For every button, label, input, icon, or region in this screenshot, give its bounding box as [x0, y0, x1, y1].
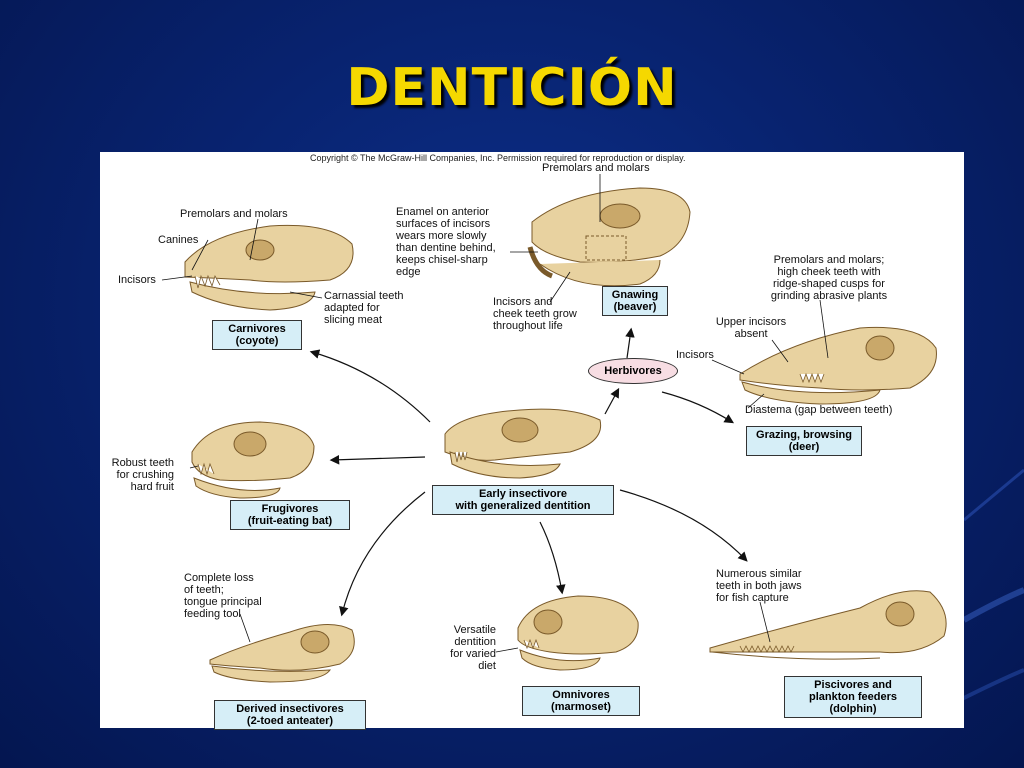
label-numerous-line3: for fish capture	[716, 592, 789, 604]
label-numerous-teeth: Numerous similar teeth in both jaws for …	[716, 568, 802, 604]
label-versatile-line3: for varied	[450, 648, 496, 660]
box-derived-insectivores: Derived insectivores (2-toed anteater)	[214, 700, 366, 730]
label-robust-line1: Robust teeth	[111, 457, 174, 469]
copyright-notice: Copyright © The McGraw-Hill Companies, I…	[310, 153, 686, 163]
label-incisors-coyote: Incisors	[118, 274, 156, 286]
label-enamel-line3: wears more slowly	[396, 230, 487, 242]
label-grow-line2: cheek teeth grow	[493, 308, 577, 320]
box-grazing-line1: Grazing, browsing	[756, 429, 852, 441]
box-gnawing-line2: (beaver)	[613, 301, 657, 313]
label-upper-incisors: Upper incisors absent	[706, 316, 796, 340]
label-incisors-deer: Incisors	[676, 349, 714, 361]
box-frugivores-line2: (fruit-eating bat)	[247, 515, 333, 527]
label-complete-loss: Complete loss of teeth; tongue principal…	[184, 572, 262, 620]
box-derived-line2: (2-toed anteater)	[246, 715, 334, 727]
arrow-to-frugivores	[329, 454, 426, 465]
label-enamel: Enamel on anterior surfaces of incisors …	[396, 206, 496, 278]
slide-title: DENTICIÓN	[346, 58, 678, 118]
label-loss-line1: Complete loss	[184, 572, 254, 584]
label-grow-line3: throughout life	[493, 320, 563, 332]
label-canines: Canines	[158, 234, 199, 246]
label-enamel-line4: than dentine behind,	[396, 242, 496, 254]
box-omnivores: Omnivores (marmoset)	[522, 686, 640, 716]
box-frugivores: Frugivores (fruit-eating bat)	[230, 500, 350, 530]
label-enamel-line5: keeps chisel-sharp	[396, 254, 488, 266]
box-derived-line1: Derived insectivores	[236, 703, 344, 715]
insectivore-skull	[444, 408, 602, 479]
diagram-artwork	[161, 174, 947, 683]
label-deer-cheek-teeth: Premolars and molars; high cheek teeth w…	[754, 254, 904, 302]
arrow-to-carnivores	[309, 349, 431, 423]
box-piscivores-line3: (dolphin)	[829, 703, 877, 715]
box-piscivores-line1: Piscivores and	[814, 679, 892, 691]
label-carnassial: Carnassial teeth adapted for slicing mea…	[324, 290, 404, 326]
box-omnivores-line1: Omnivores	[552, 689, 610, 701]
box-gnawing-line1: Gnawing	[611, 289, 659, 301]
label-loss-line2: of teeth;	[184, 584, 224, 596]
label-numerous-line2: teeth in both jaws	[716, 580, 802, 592]
label-versatile-line1: Versatile	[453, 624, 496, 636]
beaver-skull	[527, 187, 691, 287]
label-deer-pm-line1: Premolars and molars;	[773, 254, 885, 266]
box-early-insectivore-line1: Early insectivore	[478, 488, 568, 500]
label-enamel-line1: Enamel on anterior	[396, 206, 489, 218]
box-carnivores: Carnivores (coyote)	[212, 320, 302, 350]
label-deer-pm-line2: high cheek teeth with	[777, 266, 881, 278]
box-gnawing: Gnawing (beaver)	[602, 286, 668, 316]
leader-lines	[161, 174, 829, 653]
box-omnivores-line2: (marmoset)	[551, 701, 611, 713]
box-early-insectivore: Early insectivore with generalized denti…	[432, 485, 614, 515]
label-deer-pm-line3: ridge-shaped cusps for	[773, 278, 885, 290]
anteater-skull	[209, 623, 355, 683]
box-piscivores: Piscivores and plankton feeders (dolphin…	[784, 676, 922, 718]
herbivores-oval: Herbivores	[588, 358, 678, 384]
deer-skull	[739, 326, 937, 405]
arrow-herbivores-to-gnawing	[625, 327, 635, 359]
arrow-to-omnivores	[539, 521, 566, 595]
label-carnassial-line2: adapted for	[324, 302, 380, 314]
label-enamel-line6: edge	[396, 266, 421, 278]
label-loss-line3: tongue principal	[184, 596, 262, 608]
arrow-to-anteater	[339, 491, 426, 617]
label-diastema: Diastema (gap between teeth)	[745, 404, 893, 416]
label-versatile-line4: diet	[478, 660, 496, 672]
label-robust-line2: for crushing	[116, 469, 174, 481]
label-premolars-molars-beaver: Premolars and molars	[542, 162, 650, 174]
label-enamel-line2: surfaces of incisors	[396, 218, 491, 230]
label-deer-pm-line4: grinding abrasive plants	[770, 290, 888, 302]
label-incisors-grow: Incisors and cheek teeth grow throughout…	[493, 296, 577, 332]
coyote-skull	[184, 224, 354, 311]
box-piscivores-line2: plankton feeders	[808, 691, 898, 703]
label-grow-line1: Incisors and	[493, 296, 553, 308]
label-premolars-molars-coyote: Premolars and molars	[180, 208, 288, 220]
label-carnassial-line3: slicing meat	[324, 314, 383, 326]
label-robust-line3: hard fruit	[130, 481, 174, 493]
label-numerous-line1: Numerous similar	[716, 568, 802, 580]
box-grazing: Grazing, browsing (deer)	[746, 426, 862, 456]
box-carnivores-line2: (coyote)	[235, 335, 279, 347]
arrow-to-herbivores	[604, 387, 620, 415]
label-upper-incisors-line2: absent	[734, 328, 768, 340]
arrow-herbivores-to-grazing	[661, 391, 735, 424]
box-grazing-line2: (deer)	[788, 441, 820, 453]
label-upper-incisors-line1: Upper incisors	[715, 316, 787, 328]
label-robust-teeth: Robust teeth for crushing hard fruit	[100, 457, 174, 493]
box-frugivores-line1: Frugivores	[261, 503, 319, 515]
box-early-insectivore-line2: with generalized dentition	[455, 500, 591, 512]
label-versatile-line2: dentition	[454, 636, 496, 648]
bat-skull	[191, 421, 315, 499]
label-versatile: Versatile dentition for varied diet	[434, 624, 496, 672]
label-carnassial-line1: Carnassial teeth	[324, 290, 404, 302]
box-carnivores-line1: Carnivores	[228, 323, 286, 335]
marmoset-skull	[517, 595, 639, 671]
arrow-to-piscivores	[619, 489, 748, 562]
dentition-figure: Copyright © The McGraw-Hill Companies, I…	[100, 152, 964, 730]
label-loss-line4: feeding tool	[184, 608, 241, 620]
